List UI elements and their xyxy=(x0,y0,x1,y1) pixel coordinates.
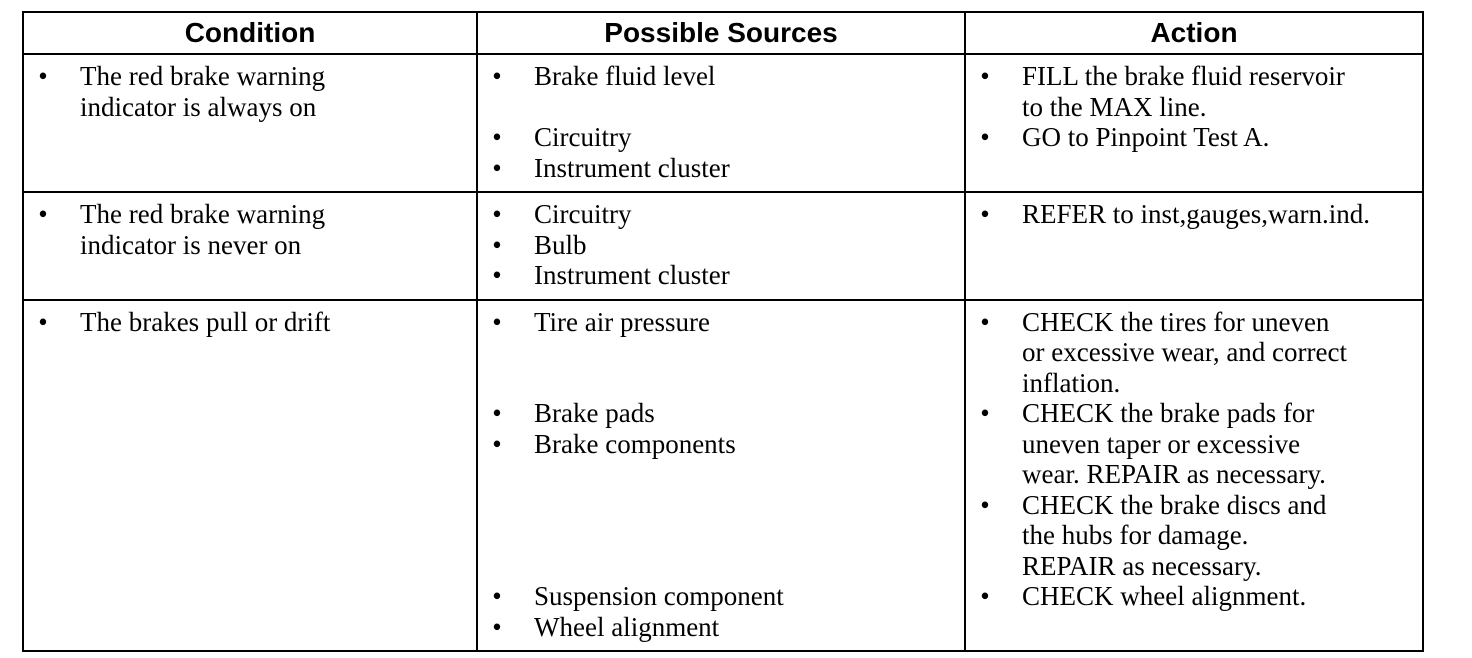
list-item: •FILL the brake fluid reservoir to the M… xyxy=(980,61,1345,122)
list-item: •Suspension component xyxy=(492,581,784,611)
table-row: •The brakes pull or drift •Tire air pres… xyxy=(22,298,1424,652)
condition-cell: •The red brake warning indicator is neve… xyxy=(22,191,478,301)
diagnosis-table: Condition Possible Sources Action •The r… xyxy=(22,11,1424,652)
condition-cell: •The red brake warning indicator is alwa… xyxy=(22,53,478,193)
list-item: •The red brake warning indicator is neve… xyxy=(38,199,326,260)
list-item: •CHECK wheel alignment. xyxy=(980,581,1307,611)
list-item: •CHECK the brake pads for uneven taper o… xyxy=(980,398,1326,489)
list-item: •Circuitry xyxy=(492,122,632,152)
action-cell: •FILL the brake fluid reservoir to the M… xyxy=(964,53,1424,193)
table-row: •The red brake warning indicator is alwa… xyxy=(22,53,1424,193)
condition-cell: •The brakes pull or drift xyxy=(22,298,478,652)
list-item: •Circuitry xyxy=(492,199,632,229)
list-item: •GO to Pinpoint Test A. xyxy=(980,122,1270,152)
list-item: •Brake pads xyxy=(492,398,655,428)
list-item: •Instrument cluster xyxy=(492,260,730,290)
action-cell: •REFER to inst,gauges,warn.ind. xyxy=(964,191,1424,301)
list-item: •Bulb xyxy=(492,229,587,260)
list-item: •Instrument cluster xyxy=(492,152,730,183)
action-cell: •CHECK the tires for uneven or excessive… xyxy=(964,298,1424,652)
list-item: •Brake components xyxy=(492,428,736,459)
header-row: Condition Possible Sources Action xyxy=(22,11,1424,55)
header-condition: Condition xyxy=(22,11,478,55)
header-action: Action xyxy=(964,11,1424,55)
header-possible-sources: Possible Sources xyxy=(476,11,966,55)
sources-cell: •Tire air pressure •Brake pads •Brake co… xyxy=(476,298,966,652)
table-row: •The red brake warning indicator is neve… xyxy=(22,191,1424,301)
list-item: •REFER to inst,gauges,warn.ind. xyxy=(980,199,1370,229)
list-item: •The brakes pull or drift xyxy=(38,306,331,337)
list-item: •Brake fluid level xyxy=(492,61,716,91)
sources-cell: •Brake fluid level •Circuitry •Instrumen… xyxy=(476,53,966,193)
list-item: •CHECK the brake discs and the hubs for … xyxy=(980,489,1327,581)
list-item: •The red brake warning indicator is alwa… xyxy=(38,61,326,122)
sources-cell: •Circuitry •Bulb •Instrument cluster xyxy=(476,191,966,301)
list-item: •Tire air pressure xyxy=(492,306,710,337)
list-item: •Wheel alignment xyxy=(492,611,720,642)
list-item: •CHECK the tires for uneven or excessive… xyxy=(980,306,1347,398)
